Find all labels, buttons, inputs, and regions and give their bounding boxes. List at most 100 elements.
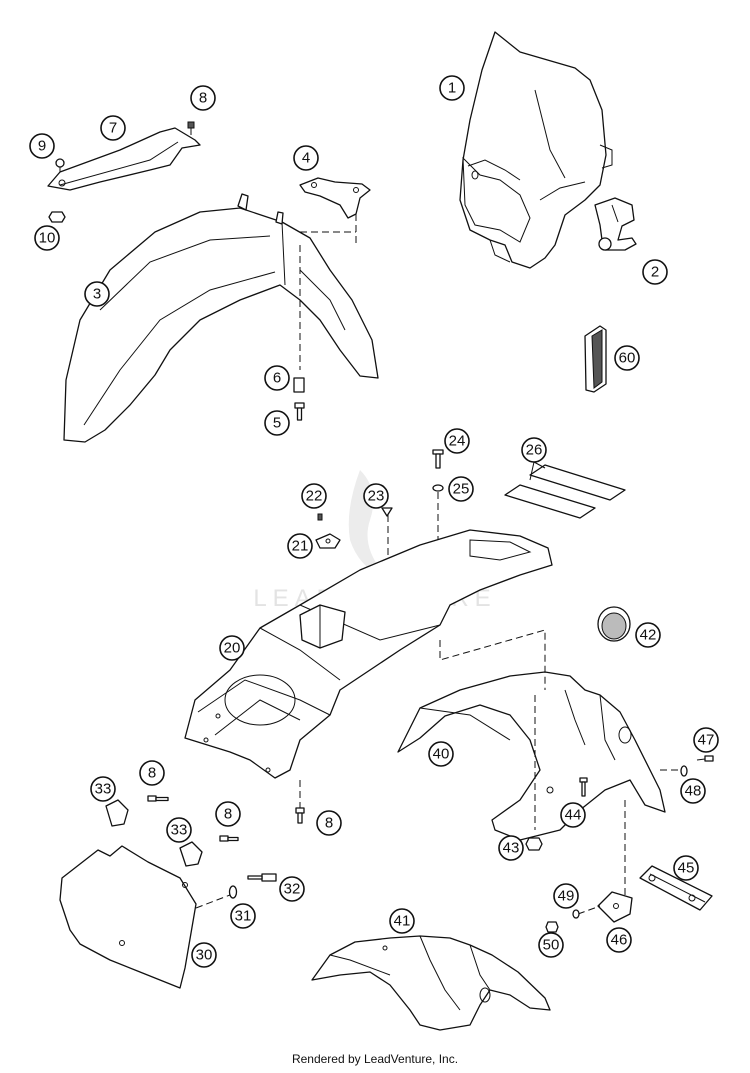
lock-nut[interactable]	[525, 837, 543, 851]
callout-26[interactable]: 26	[521, 437, 547, 463]
svg-text:7: 7	[109, 120, 117, 137]
callout-8-top[interactable]: 8	[190, 85, 216, 111]
svg-text:40: 40	[433, 746, 450, 763]
callout-41[interactable]: 41	[389, 908, 415, 934]
callout-40[interactable]: 40	[428, 741, 454, 767]
headlight-clamp[interactable]	[594, 197, 637, 251]
callout-47[interactable]: 47	[693, 727, 719, 753]
svg-text:1: 1	[448, 80, 456, 97]
svg-text:22: 22	[306, 488, 323, 505]
svg-text:4: 4	[302, 150, 310, 167]
callout-30[interactable]: 30	[191, 942, 217, 968]
callout-31[interactable]: 31	[230, 903, 256, 929]
tail-bracket[interactable]	[315, 533, 341, 549]
callout-5[interactable]: 5	[264, 410, 290, 436]
svg-text:21: 21	[292, 538, 309, 555]
clip-nut-right[interactable]	[179, 841, 203, 867]
spacer-bushing[interactable]	[293, 377, 305, 393]
callout-33-right[interactable]: 33	[166, 817, 192, 843]
svg-text:8: 8	[148, 765, 156, 782]
screw-8-left[interactable]	[147, 795, 169, 802]
washer-49[interactable]	[572, 909, 580, 919]
callout-46[interactable]: 46	[606, 927, 632, 953]
push-rivet[interactable]	[381, 507, 393, 517]
callout-1[interactable]: 1	[439, 75, 465, 101]
callout-43[interactable]: 43	[498, 835, 524, 861]
screw-47[interactable]	[696, 755, 714, 762]
svg-text:8: 8	[224, 806, 232, 823]
fender-bracket[interactable]	[299, 177, 371, 245]
bolt-32[interactable]	[247, 873, 277, 882]
callout-48[interactable]: 48	[680, 778, 706, 804]
screw-top[interactable]	[187, 121, 195, 135]
callout-2[interactable]: 2	[642, 259, 668, 285]
rear-fender-subframe-cover[interactable]	[184, 529, 553, 810]
adhesive-pads[interactable]	[504, 461, 626, 519]
callout-10[interactable]: 10	[34, 225, 60, 251]
collar-screw[interactable]	[55, 158, 65, 172]
callout-23[interactable]: 23	[363, 483, 389, 509]
svg-text:24: 24	[449, 433, 466, 450]
screw-8-fender[interactable]	[295, 807, 305, 824]
fender-screw[interactable]	[294, 402, 305, 421]
svg-text:44: 44	[565, 807, 582, 824]
washer-25[interactable]	[432, 484, 444, 492]
callout-50[interactable]: 50	[538, 932, 564, 958]
callout-33-left[interactable]: 33	[90, 776, 116, 802]
callout-8-left[interactable]: 8	[139, 760, 165, 786]
callout-32[interactable]: 32	[279, 876, 305, 902]
license-plate-light[interactable]	[639, 865, 713, 911]
rear-mudguard[interactable]	[397, 629, 682, 895]
callout-7[interactable]: 7	[100, 115, 126, 141]
callout-24[interactable]: 24	[444, 428, 470, 454]
svg-text:23: 23	[368, 488, 385, 505]
svg-text:43: 43	[503, 840, 520, 857]
callout-6[interactable]: 6	[264, 365, 290, 391]
nut-small[interactable]	[48, 211, 66, 223]
svg-text:49: 49	[558, 888, 575, 905]
svg-text:8: 8	[199, 90, 207, 107]
svg-text:9: 9	[38, 138, 46, 155]
svg-text:26: 26	[526, 442, 543, 459]
headlight-mask[interactable]	[459, 31, 613, 269]
washer-48[interactable]	[680, 765, 688, 777]
fender-brace[interactable]	[47, 127, 201, 191]
callout-4[interactable]: 4	[293, 145, 319, 171]
screw-8-right[interactable]	[219, 835, 239, 842]
mudguard[interactable]	[311, 935, 551, 1031]
callout-8-fender[interactable]: 8	[316, 810, 342, 836]
svg-text:10: 10	[39, 230, 56, 247]
svg-text:41: 41	[394, 913, 411, 930]
callout-20[interactable]: 20	[219, 635, 245, 661]
svg-text:31: 31	[235, 908, 252, 925]
tail-screw[interactable]	[317, 513, 323, 521]
callout-49[interactable]: 49	[553, 883, 579, 909]
svg-text:2: 2	[651, 264, 659, 281]
svg-text:47: 47	[698, 732, 715, 749]
callout-44[interactable]: 44	[560, 802, 586, 828]
front-fender[interactable]	[63, 193, 379, 443]
clip-nut-left[interactable]	[105, 799, 129, 827]
svg-text:46: 46	[611, 932, 628, 949]
plate-holder[interactable]	[577, 891, 633, 923]
callout-9[interactable]: 9	[29, 133, 55, 159]
callout-60[interactable]: 60	[614, 345, 640, 371]
svg-text:25: 25	[453, 481, 470, 498]
callout-25[interactable]: 25	[448, 476, 474, 502]
screw-44[interactable]	[579, 777, 588, 797]
grommet[interactable]	[597, 606, 631, 642]
svg-text:6: 6	[273, 370, 281, 387]
washer-31[interactable]	[228, 885, 238, 899]
callout-3[interactable]: 3	[84, 281, 110, 307]
number-plate[interactable]	[59, 845, 231, 989]
bolt-24[interactable]	[432, 449, 444, 469]
callout-8-right[interactable]: 8	[215, 801, 241, 827]
svg-text:33: 33	[95, 781, 112, 798]
callout-22[interactable]: 22	[301, 483, 327, 509]
callout-45[interactable]: 45	[673, 855, 699, 881]
callout-21[interactable]: 21	[287, 533, 313, 559]
callout-42[interactable]: 42	[635, 622, 661, 648]
reflector[interactable]	[584, 325, 607, 393]
nut-50[interactable]	[545, 921, 559, 933]
